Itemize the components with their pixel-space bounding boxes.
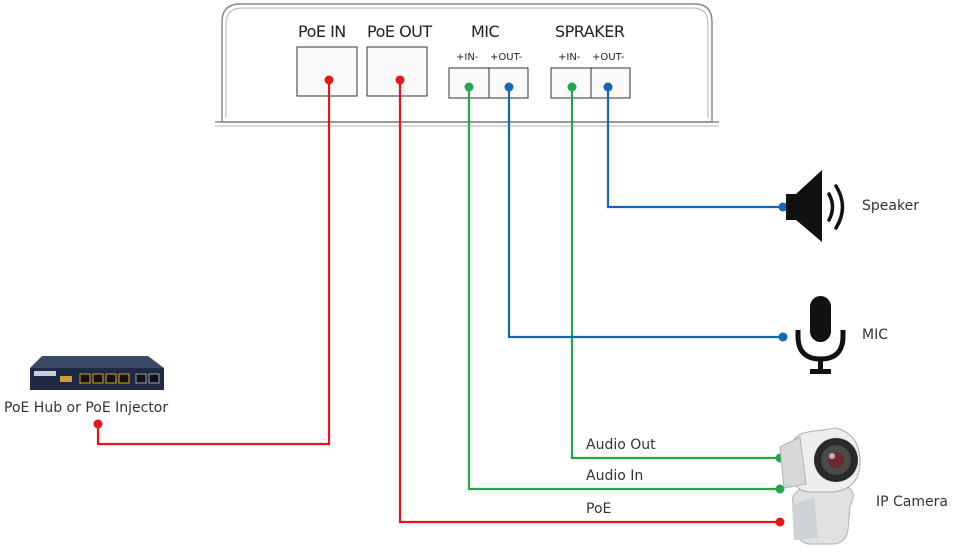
speaker-icon — [786, 170, 845, 242]
wire-mic — [507, 87, 783, 339]
poe-wire-label: PoE — [586, 501, 612, 517]
speaker-label: Speaker — [862, 198, 919, 214]
ip-camera-icon — [779, 427, 861, 545]
wire-speaker — [606, 87, 783, 209]
poe-in-port — [296, 46, 358, 97]
mic-out-polarity: +OUT- — [490, 52, 523, 63]
microphone-icon — [795, 296, 846, 374]
poe-out-label: PoE OUT — [367, 22, 432, 41]
poe-out-port — [366, 46, 428, 97]
wire-poe-in-to-hub — [96, 80, 331, 446]
mic-port-label: MIC — [471, 22, 500, 41]
wire-poe-out-to-camera — [398, 80, 780, 524]
poe-hub-icon — [30, 356, 164, 390]
speaker-in-polarity: +IN- — [558, 52, 581, 63]
wire-audio-out — [570, 87, 780, 460]
mic-label: MIC — [862, 327, 888, 343]
speaker-out-polarity: +OUT- — [592, 52, 625, 63]
mic-in-polarity: +IN- — [456, 52, 479, 63]
audio-in-wire-label: Audio In — [586, 468, 644, 484]
hub-label: PoE Hub or PoE Injector — [4, 400, 169, 416]
speaker-port-label: SPRAKER — [555, 22, 625, 41]
wire-audio-in — [467, 87, 780, 491]
audio-out-wire-label: Audio Out — [586, 437, 656, 453]
camera-label: IP Camera — [876, 494, 948, 510]
poe-in-label: PoE IN — [298, 22, 346, 41]
audio-interface-device — [215, 3, 719, 127]
